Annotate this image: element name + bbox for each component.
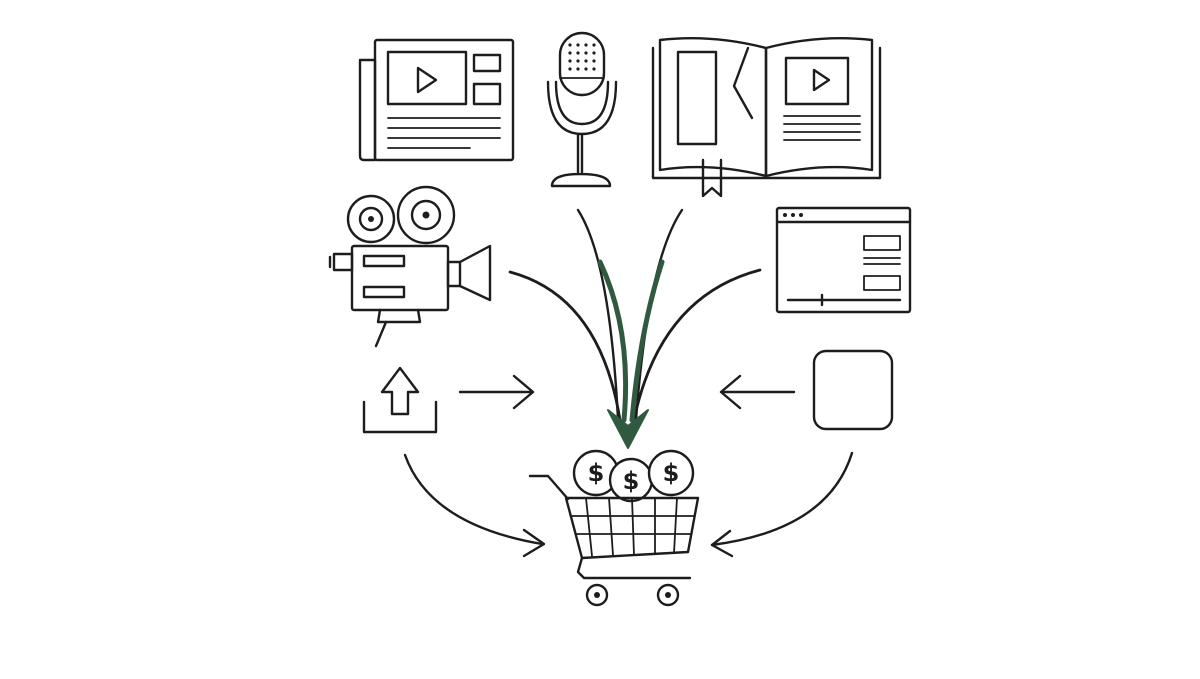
video-article-icon [360,40,513,160]
dollar-coin-icon: $ [663,459,680,487]
podcast-microphone-icon [548,33,616,186]
upload-to-cart-curved-arrow [405,455,544,556]
dollar-coin-icon: $ [623,467,640,495]
square-to-center-arrow [721,376,794,408]
ebook-video-icon [653,38,880,196]
main-flow-arrow [510,210,760,448]
upload-icon [364,368,436,432]
upload-to-center-arrow [460,376,533,408]
dollar-coin-icon: $ [588,459,605,487]
blank-square-icon [814,351,892,429]
square-to-cart-curved-arrow [712,453,852,556]
shopping-cart-icon: $ $ $ [530,451,698,605]
web-page-icon [777,208,910,312]
film-camera-icon [330,187,490,346]
